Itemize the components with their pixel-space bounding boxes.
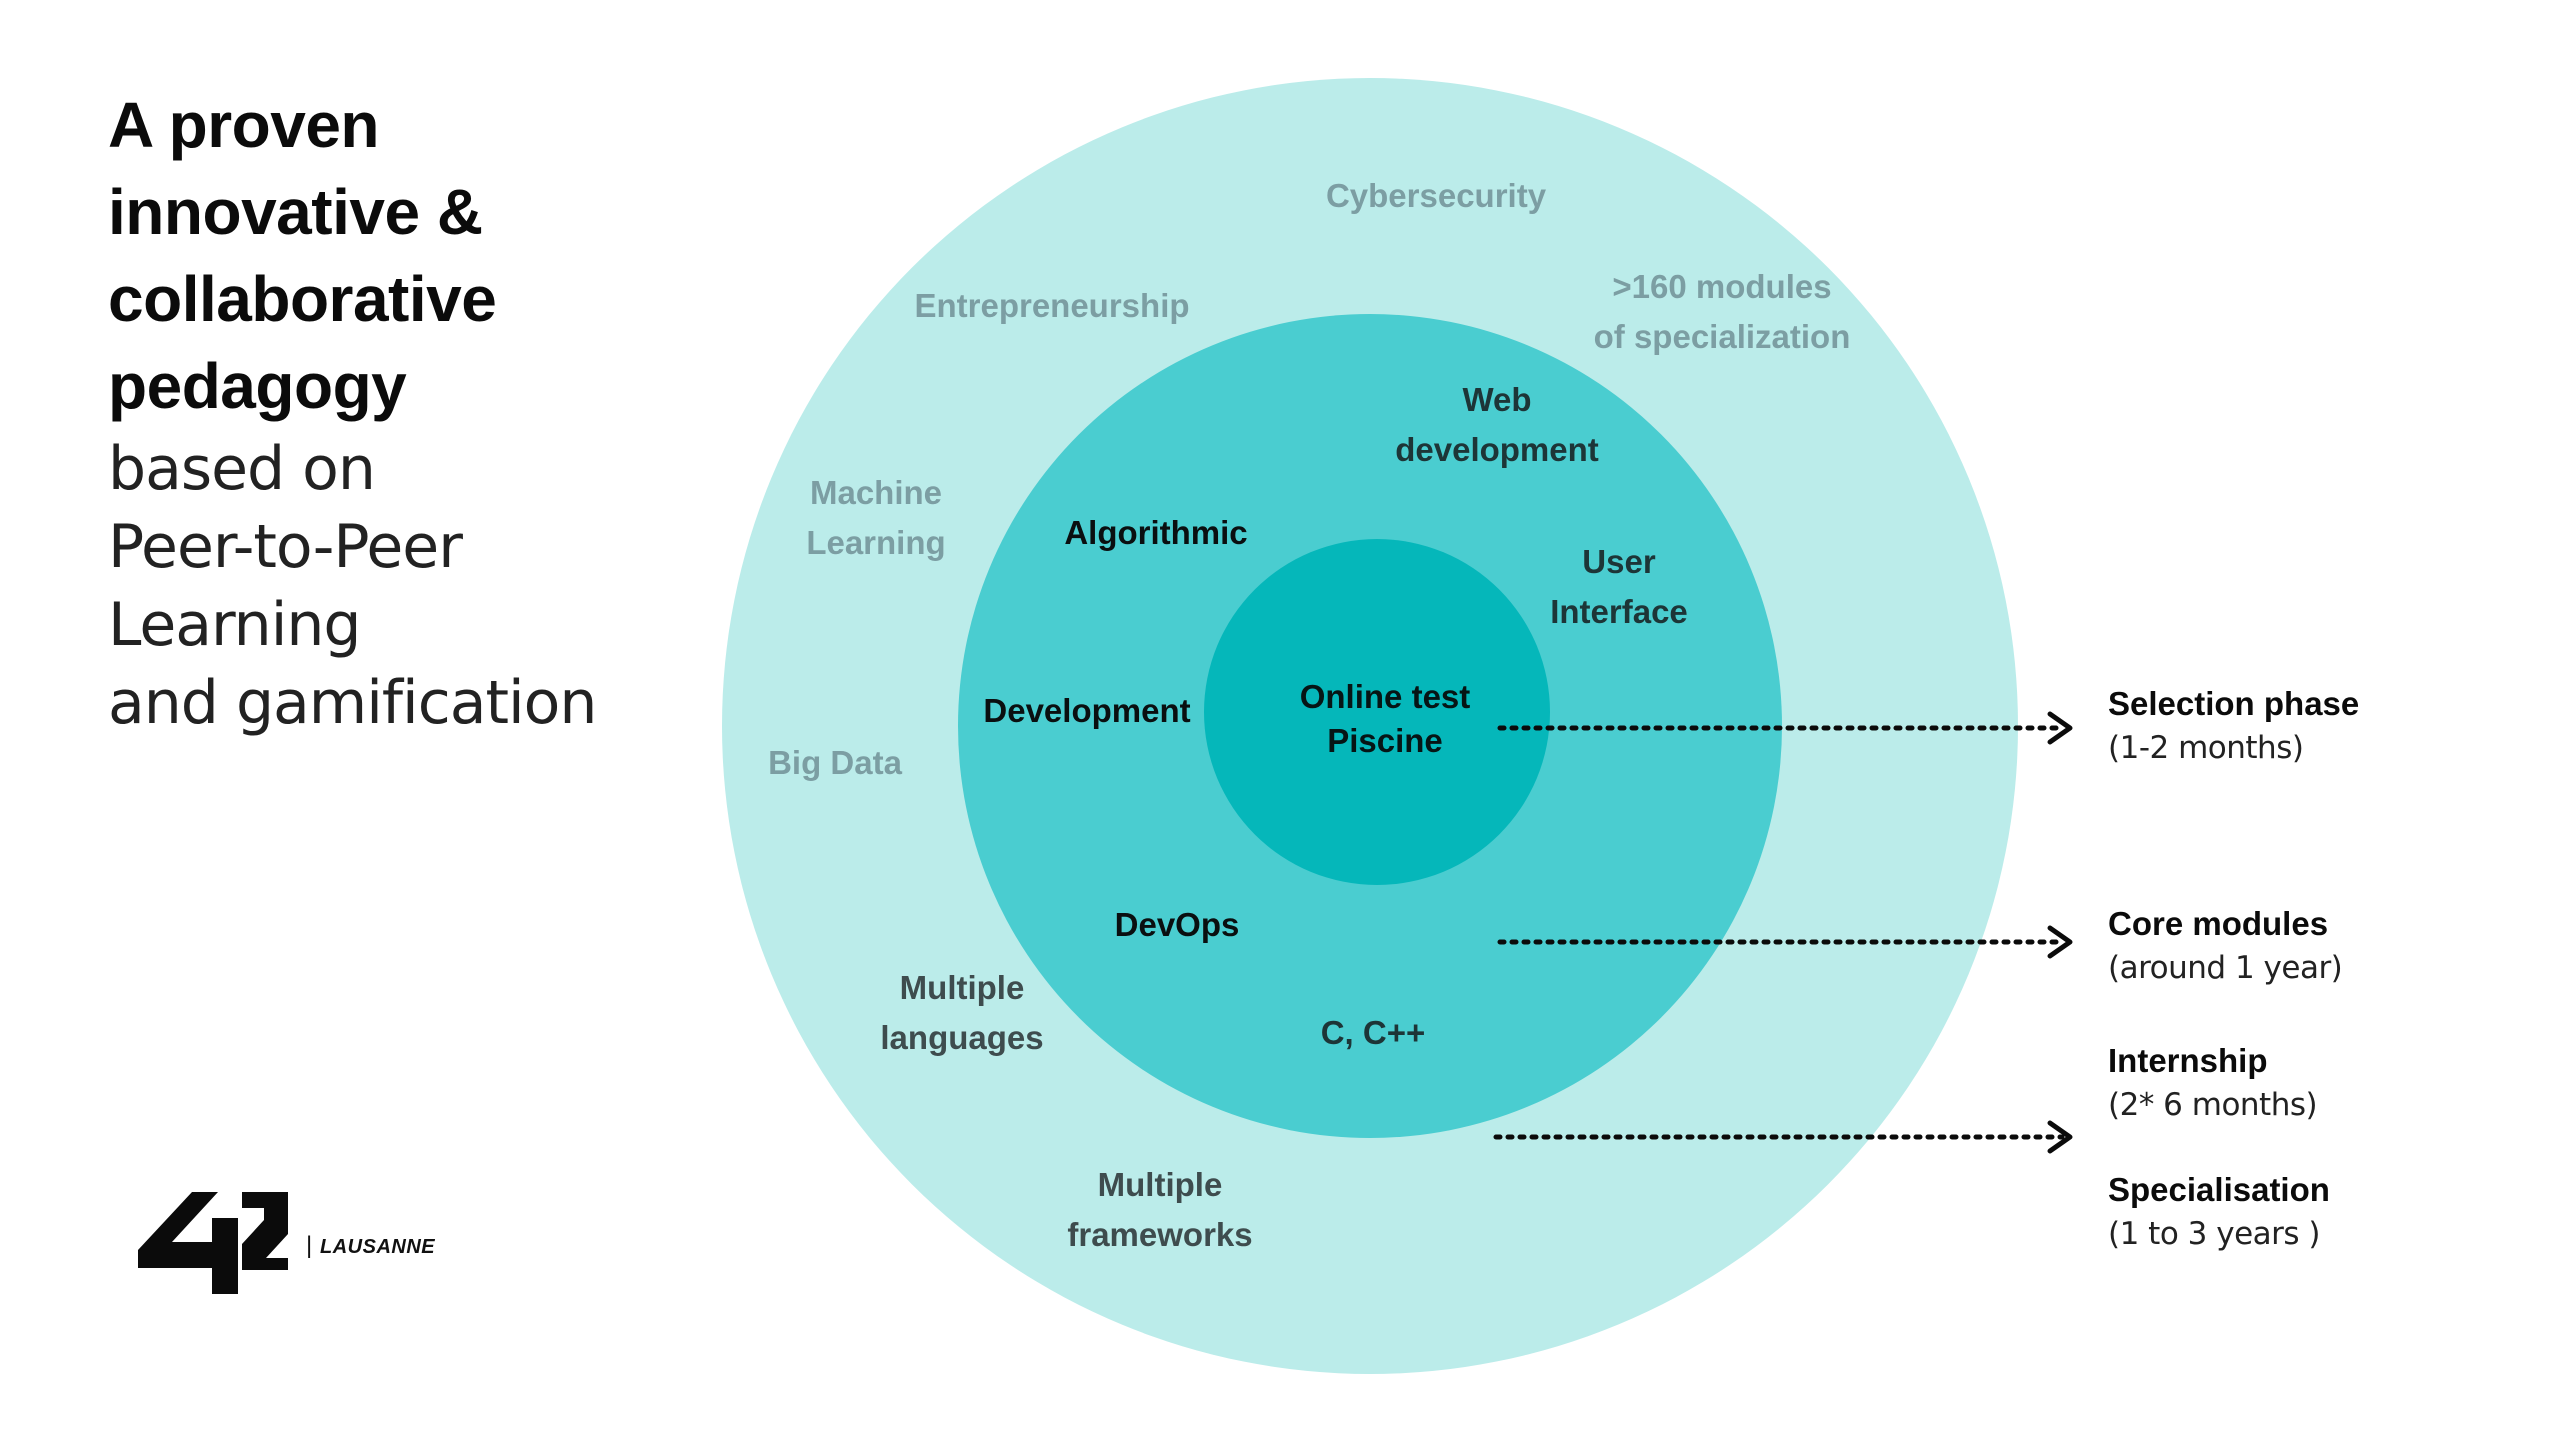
phase-duration: (2* 6 months): [2108, 1087, 2318, 1123]
label-entrepreneurship: Entrepreneurship: [914, 287, 1190, 324]
heading-line: innovative &: [108, 176, 483, 248]
label-line: Piscine: [1327, 722, 1443, 759]
label-big-data: Big Data: [768, 744, 902, 781]
subheading-line: Peer-to-Peer Learning: [108, 512, 463, 660]
phase-internship: Internship (2* 6 months): [2108, 1039, 2318, 1127]
label-multiple-languages: Multiple languages: [880, 963, 1043, 1063]
heading-line: collaborative: [108, 263, 497, 335]
logo-separator: |: [306, 1232, 313, 1259]
label-multiple-frameworks: Multiple frameworks: [1067, 1160, 1252, 1260]
phase-core-modules: Core modules (around 1 year): [2108, 902, 2343, 990]
label-c-cpp: C, C++: [1320, 1014, 1426, 1051]
heading-line: A proven: [108, 89, 380, 161]
label-machine-learning: Machine Learning: [806, 468, 945, 568]
arrow-core-head: [2047, 925, 2073, 959]
label-line: of specialization: [1593, 318, 1851, 355]
phase-duration: (around 1 year): [2108, 950, 2343, 986]
school-logo: | LAUSANNE: [138, 1184, 438, 1294]
phase-selection: Selection phase (1-2 months): [2108, 682, 2359, 770]
phase-title: Specialisation: [2108, 1171, 2330, 1208]
label-user-interface: User Interface: [1550, 537, 1688, 637]
label-web-development: Web development: [1395, 375, 1599, 475]
logo-42-mark: [138, 1192, 288, 1294]
inner-ring-selection: [1204, 539, 1550, 885]
heading-line: pedagogy: [108, 350, 407, 422]
label-algorithmic: Algorithmic: [1064, 514, 1248, 551]
label-modules-count: >160 modules of specialization: [1594, 262, 1851, 362]
phase-specialisation: Specialisation (1 to 3 years ): [2108, 1168, 2330, 1256]
label-line: Learning: [806, 524, 946, 561]
label-line: Multiple: [1097, 1166, 1223, 1203]
label-line: Multiple: [899, 969, 1025, 1006]
phase-duration: (1 to 3 years ): [2108, 1216, 2320, 1252]
page-heading: A proven innovative & collaborative peda…: [108, 82, 728, 742]
logo-city: LAUSANNE: [320, 1236, 436, 1258]
label-line: languages: [880, 1019, 1044, 1056]
phase-title: Selection phase: [2108, 685, 2360, 722]
subheading-line: and gamification: [108, 668, 597, 738]
label-line: User: [1582, 543, 1656, 580]
label-line: Web: [1462, 381, 1532, 418]
label-devops: DevOps: [1114, 906, 1240, 943]
arrow-specialisation-head: [2047, 1120, 2073, 1154]
label-development: Development: [983, 692, 1191, 729]
label-line: Machine: [809, 474, 943, 511]
phase-duration: (1-2 months): [2108, 730, 2304, 766]
label-cybersecurity: Cybersecurity: [1325, 177, 1547, 214]
label-line: Online test: [1299, 678, 1471, 715]
subheading-line: based on: [108, 434, 376, 504]
phase-title: Core modules: [2108, 905, 2329, 942]
label-online-test-piscine: Online test Piscine: [1300, 675, 1471, 763]
label-line: development: [1395, 431, 1599, 468]
label-line: >160 modules: [1612, 268, 1832, 305]
phase-title: Internship: [2108, 1042, 2268, 1079]
label-line: frameworks: [1067, 1216, 1253, 1253]
arrow-selection-head: [2047, 711, 2073, 745]
label-line: Interface: [1550, 593, 1688, 630]
